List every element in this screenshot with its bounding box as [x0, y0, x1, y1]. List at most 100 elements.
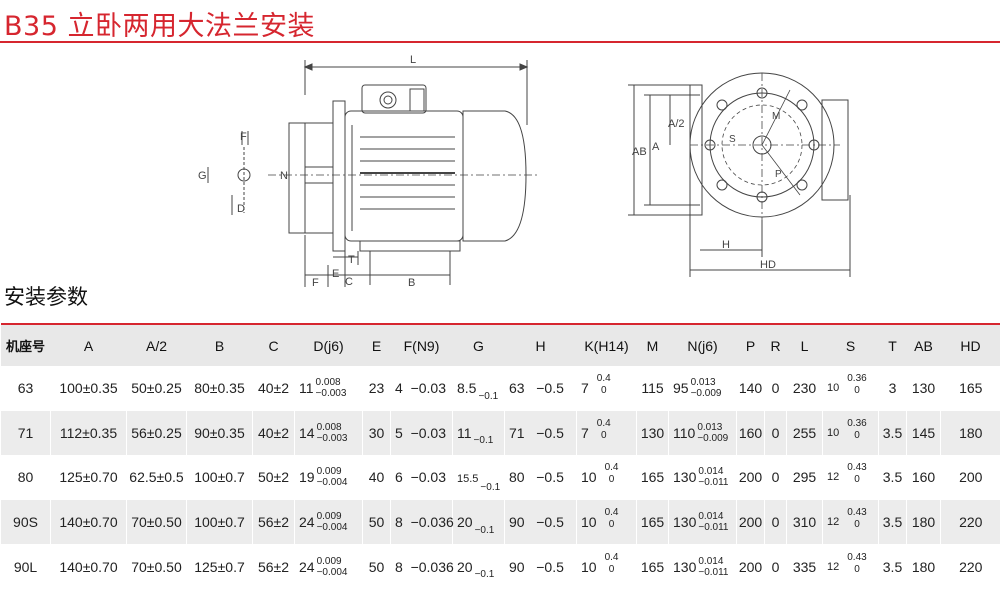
tol-lower: −0.011 [698, 566, 729, 578]
table-cell: 5 −0.03 [390, 410, 453, 456]
table-cell: 71 [0, 410, 51, 456]
value-P: 200 [738, 558, 763, 575]
table-cell: 40±2 [252, 366, 295, 411]
tol-upper: 0.009 [316, 466, 342, 478]
tol-upper: 0.43 [847, 551, 867, 563]
col-header: M [636, 323, 669, 366]
table-cell: 80±0.35 [186, 366, 253, 411]
table-cell: 165 [636, 455, 669, 500]
tol-G: −0.1 [478, 390, 499, 402]
table-cell: 90L [0, 544, 51, 589]
table-cell: 50±2 [252, 455, 295, 500]
col-header: S [822, 323, 879, 366]
tol-lower: 0 [600, 429, 607, 441]
col-header: 机座号 [0, 323, 51, 366]
table-cell: 71 −0.5 [504, 410, 577, 456]
value-HD: 220 [959, 558, 983, 575]
dim-label-T: T [348, 254, 355, 266]
table-cell: 100±0.7 [186, 455, 253, 500]
value-R: 0 [771, 424, 780, 441]
value-AB: 130 [911, 380, 936, 397]
table-cell: 165 [940, 366, 1000, 411]
value-G: 20 [457, 514, 473, 531]
value-F: 8 [395, 514, 403, 531]
table-cell: 50±0.25 [126, 366, 187, 411]
value-A-half: 50±0.25 [131, 380, 182, 397]
value-D: 11 [299, 380, 314, 397]
value-F: 5 [395, 424, 403, 441]
table-cell: 62.5±0.5 [126, 455, 187, 500]
table-cell: 8 −0.036 [390, 499, 454, 545]
table-cell: 30 [362, 410, 391, 456]
value-B: 100±0.7 [194, 469, 245, 486]
value-D: 24 [299, 514, 315, 531]
tol-lower: −0.004 [316, 566, 348, 578]
tol-lower: 0 [608, 519, 615, 531]
col-header: A [50, 323, 127, 366]
table-cell: 230 [786, 366, 823, 411]
value-R: 0 [771, 380, 780, 397]
value-N: 110 [673, 424, 696, 441]
table-cell: 90 −0.5 [504, 499, 577, 545]
table-cell: 50 [362, 499, 391, 545]
dim-label-F: F [240, 131, 247, 143]
value-S: 12 [827, 471, 840, 484]
value-AB: 180 [911, 514, 936, 531]
tol-upper: 0.43 [847, 462, 867, 474]
tol-upper: 0.4 [604, 507, 619, 519]
table-cell: 200 [736, 499, 765, 545]
value-H: 90 [509, 514, 525, 531]
title-divider [0, 41, 1000, 43]
col-header: K(H14) [576, 323, 637, 366]
table-cell: 145 [906, 410, 941, 456]
tol-upper: 0.36 [847, 373, 867, 385]
table-cell: 0 [764, 455, 787, 500]
table-cell: 3.5 [878, 410, 907, 456]
value-A-half: 70±0.50 [131, 558, 182, 575]
dim-label-F-bottom: F [312, 277, 319, 289]
value-HD: 165 [959, 380, 983, 397]
tol-upper: 0.36 [847, 417, 867, 429]
table-cell: 8.5−0.1 [452, 366, 505, 411]
value-N: 95 [673, 380, 689, 397]
table-cell: 3.5 [878, 499, 907, 545]
tol-H: −0.5 [536, 469, 564, 486]
dim-label-S: S [729, 134, 736, 145]
tol-upper: 0.014 [698, 555, 724, 567]
tol-upper: 0.008 [315, 377, 341, 389]
value-H: 63 [509, 380, 525, 397]
table-cell: 15.5−0.1 [452, 455, 505, 500]
value-B: 100±0.7 [194, 514, 245, 531]
value-H: 90 [509, 558, 525, 575]
value-T: 3 [888, 380, 897, 397]
value-B: 80±0.35 [194, 380, 245, 397]
table-cell: 255 [786, 410, 823, 456]
table-cell: 310 [786, 499, 823, 545]
value-H: 80 [509, 469, 525, 486]
value-B: 90±0.35 [194, 424, 245, 441]
table-cell: 23 [362, 366, 391, 411]
value-D: 24 [299, 558, 315, 575]
table-cell: 3.5 [878, 544, 907, 589]
value-C: 50±2 [257, 469, 290, 486]
value-E: 50 [368, 558, 385, 575]
value-T: 3.5 [882, 424, 903, 441]
value-AB: 160 [911, 469, 936, 486]
table-cell: 63 −0.5 [504, 366, 577, 411]
col-header: P [736, 323, 765, 366]
value-A-half: 56±0.25 [131, 424, 182, 441]
tol-upper: 0.43 [847, 507, 867, 519]
table-cell: 160 [906, 455, 941, 500]
value-G: 20 [457, 558, 473, 575]
value-AB: 145 [911, 424, 936, 441]
value-L: 255 [792, 424, 817, 441]
table-cell: 295 [786, 455, 823, 500]
table-cell: 3.5 [878, 455, 907, 500]
table-cell: 160 [736, 410, 765, 456]
